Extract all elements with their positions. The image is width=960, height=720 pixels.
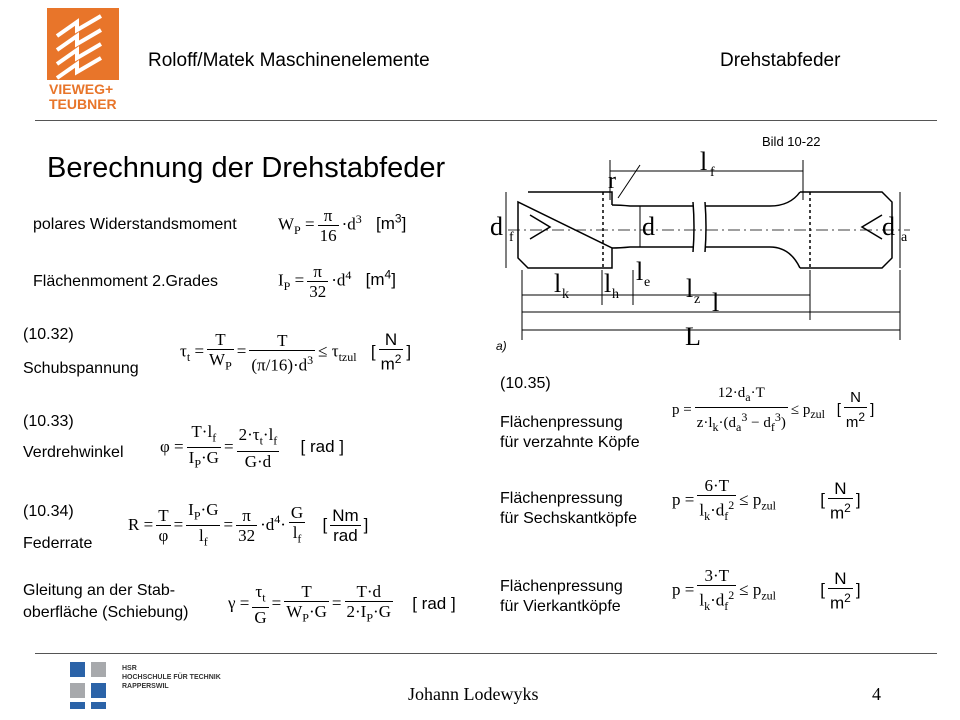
school-name: HSR HOCHSCHULE FÜR TECHNIK RAPPERSWIL (122, 665, 221, 690)
eq-1032: (10.32) (23, 326, 74, 343)
wp-label: polares Widerstandsmoment (33, 216, 237, 233)
svg-text:l: l (604, 269, 611, 298)
svg-text:f: f (710, 165, 715, 180)
press-hex-label-1: Flächenpressung (500, 490, 623, 507)
svg-text:L: L (685, 322, 701, 351)
svg-text:z: z (694, 292, 700, 307)
svg-text:TEUBNER: TEUBNER (49, 96, 117, 112)
svg-text:d: d (642, 212, 655, 241)
book-title: Roloff/Matek Maschinenelemente (148, 50, 430, 71)
author: Johann Lodewyks (408, 684, 539, 704)
ip-label: Flächenmoment 2.Grades (33, 273, 218, 290)
svg-text:l: l (686, 274, 693, 303)
rate-label: Federrate (23, 535, 93, 552)
svg-text:d: d (882, 212, 895, 241)
chapter-title: Drehstabfeder (720, 50, 841, 71)
twist-label: Verdrehwinkel (23, 444, 124, 461)
svg-text:a: a (901, 230, 908, 245)
slide-title: Berechnung der Drehstabfeder (47, 152, 446, 184)
svg-text:l: l (554, 269, 561, 298)
svg-text:d: d (490, 212, 503, 241)
eq-1035: (10.35) (500, 375, 551, 392)
svg-text:VIEWEG+: VIEWEG+ (49, 81, 113, 97)
svg-text:a): a) (496, 339, 507, 353)
eq-1034: (10.34) (23, 503, 74, 520)
svg-text:h: h (612, 287, 619, 302)
eq-1033: (10.33) (23, 413, 74, 430)
press-toothed-label-2: für verzahnte Köpfe (500, 434, 640, 451)
footer-rule (35, 653, 937, 654)
svg-text:l: l (700, 147, 707, 176)
svg-text:l: l (712, 288, 719, 317)
shear-label: Schubspannung (23, 360, 139, 377)
svg-text:r: r (608, 168, 616, 194)
hsr-logo (70, 662, 130, 709)
press-square-label-2: für Vierkantköpfe (500, 598, 621, 615)
svg-text:k: k (562, 287, 569, 302)
header-rule (35, 120, 937, 121)
press-toothed-label-1: Flächenpressung (500, 414, 623, 431)
slip-label-2: oberfläche (Schiebung) (23, 604, 189, 621)
press-hex-label-2: für Sechskantköpfe (500, 510, 637, 527)
page-number: 4 (872, 684, 881, 704)
publisher-logo: VIEWEG+ TEUBNER (47, 8, 119, 112)
svg-text:f: f (509, 230, 514, 245)
slip-label-1: Gleitung an der Stab- (23, 582, 176, 599)
press-square-label-1: Flächenpressung (500, 578, 623, 595)
svg-text:e: e (644, 275, 650, 290)
figure-caption: Bild 10-22 (762, 134, 821, 149)
svg-text:l: l (636, 257, 643, 286)
